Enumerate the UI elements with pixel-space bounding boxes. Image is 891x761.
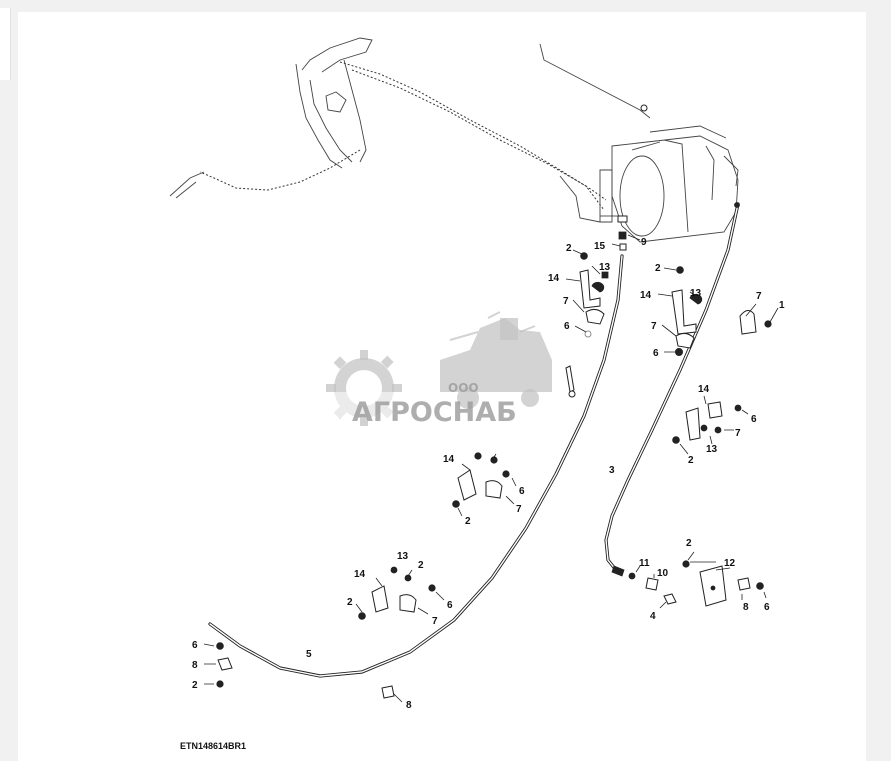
callout-8: 8 bbox=[192, 660, 198, 671]
figure-code: ETN148614BR1 bbox=[180, 741, 246, 751]
callout-7: 7 bbox=[563, 296, 569, 307]
callout-9: 9 bbox=[641, 237, 647, 248]
callout-8: 8 bbox=[406, 700, 412, 711]
clamp-group-b bbox=[657, 266, 703, 356]
hose-3 bbox=[604, 202, 740, 572]
watermark-brand: АГРОСНАБ bbox=[352, 397, 517, 428]
callout-14: 14 bbox=[640, 290, 652, 301]
callout-10: 10 bbox=[657, 568, 669, 579]
callout-labels: 9 15 2 13 14 7 6 2 14 13 7 6 7 1 14 6 7 … bbox=[192, 237, 785, 711]
callout-6: 6 bbox=[192, 640, 198, 651]
callout-14: 14 bbox=[548, 273, 560, 284]
watermark-prefix: ООО bbox=[448, 381, 479, 395]
callout-13: 13 bbox=[397, 551, 409, 562]
callout-13: 13 bbox=[690, 288, 702, 299]
callout-1: 1 bbox=[779, 300, 785, 311]
callout-12: 12 bbox=[724, 558, 736, 569]
callout-2: 2 bbox=[347, 597, 353, 608]
tractor-harness-assembly bbox=[169, 37, 739, 243]
callout-14: 14 bbox=[698, 384, 710, 395]
callout-6: 6 bbox=[653, 348, 659, 359]
misc-parts bbox=[565, 365, 576, 398]
callout-2: 2 bbox=[655, 263, 661, 274]
callout-7: 7 bbox=[432, 616, 438, 627]
callout-6: 6 bbox=[564, 321, 570, 332]
fitting-group-lower-left bbox=[203, 642, 403, 703]
callout-11: 11 bbox=[639, 558, 650, 569]
clamp-group-d bbox=[672, 395, 749, 455]
callout-3: 3 bbox=[609, 465, 615, 476]
fitting-group-upper bbox=[600, 202, 740, 251]
callout-14: 14 bbox=[443, 454, 455, 465]
clamp-group-e bbox=[452, 452, 517, 517]
callout-13: 13 bbox=[599, 262, 611, 273]
callout-6: 6 bbox=[764, 602, 770, 613]
callout-2: 2 bbox=[418, 560, 424, 571]
callout-15: 15 bbox=[594, 241, 606, 252]
callout-2: 2 bbox=[192, 680, 198, 691]
callout-7: 7 bbox=[516, 504, 522, 515]
clamp-group-c bbox=[739, 303, 779, 335]
callout-13: 13 bbox=[706, 444, 718, 455]
watermark-logo: ООО АГРОСНАБ bbox=[326, 311, 552, 428]
callout-2: 2 bbox=[688, 455, 694, 466]
callout-7: 7 bbox=[651, 321, 657, 332]
callout-14: 14 bbox=[354, 569, 366, 580]
callout-7: 7 bbox=[756, 291, 762, 302]
compressor-unit bbox=[599, 125, 739, 243]
watermark-harvester-icon bbox=[440, 311, 552, 409]
callout-5: 5 bbox=[306, 649, 312, 660]
hose-5 bbox=[208, 254, 624, 678]
side-panel-edge bbox=[0, 8, 11, 80]
callout-8: 8 bbox=[743, 602, 749, 613]
callout-6: 6 bbox=[519, 486, 525, 497]
callout-6: 6 bbox=[751, 414, 757, 425]
callout-2: 2 bbox=[566, 243, 572, 254]
callout-2: 2 bbox=[686, 538, 692, 549]
callout-4: 4 bbox=[650, 611, 656, 622]
clamp-group-f bbox=[355, 566, 445, 620]
callout-2: 2 bbox=[465, 516, 471, 527]
callout-7: 7 bbox=[735, 428, 741, 439]
callout-6: 6 bbox=[447, 600, 453, 611]
fitting-group-lower-right bbox=[611, 551, 767, 609]
watermark-gear-icon bbox=[326, 350, 410, 426]
clamp-group-a bbox=[565, 249, 609, 338]
